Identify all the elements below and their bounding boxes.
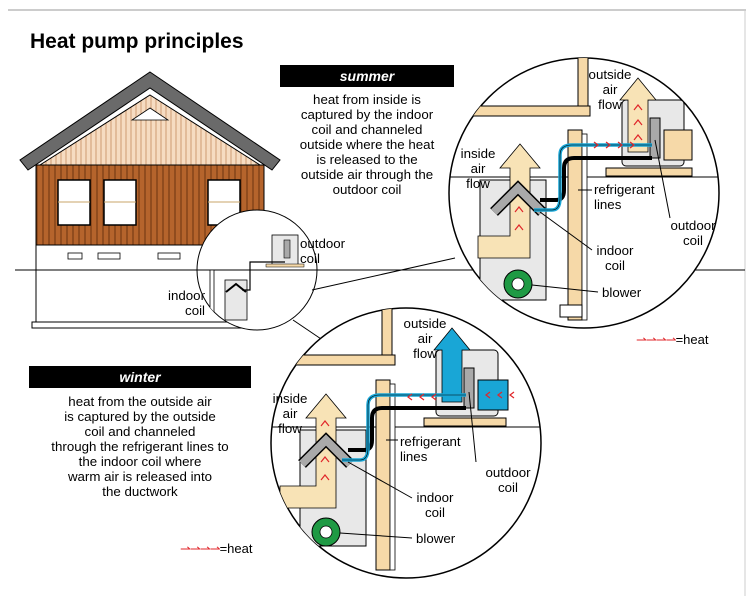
summer-refrigerant-label: refrigerant lines	[594, 182, 655, 212]
winter-blower-label: blower	[416, 531, 456, 546]
winter-heat-legend: ⇀⇀⇀⇀=heat	[180, 541, 253, 556]
summer-heat-legend: ⇀⇀⇀⇀=heat	[636, 332, 709, 347]
house-outdoor-coil-label: outdoor coil	[300, 236, 346, 266]
winter-indoor-coil-label: indoor coil	[416, 490, 454, 520]
summer-description: heat from inside is captured by the indo…	[299, 92, 435, 197]
heat-arrow-icon: ⇀⇀⇀⇀	[636, 332, 677, 347]
summer-inside-airflow-arrow	[477, 143, 541, 259]
roof	[19, 71, 281, 171]
winter-band: winter	[29, 366, 251, 388]
winter-inside-airflow-arrow	[279, 393, 347, 509]
summer-illustration	[449, 58, 719, 321]
winter-illustration	[271, 308, 541, 571]
summer-outside-airflow-label: outside air flow	[588, 67, 632, 112]
winter-indoor-coil	[299, 434, 353, 467]
winter-outdoor-coil-label: outdoor coil	[485, 465, 531, 495]
winter-refrigerant-label: refrigerant lines	[400, 434, 461, 464]
summer-outdoor-coil-label: outdoor coil	[670, 218, 716, 248]
summer-blower-label: blower	[602, 285, 642, 300]
summer-inside-airflow-label: inside air flow	[460, 146, 496, 191]
summer-indoor-coil	[491, 182, 545, 215]
winter-inside-airflow-label: inside air flow	[272, 391, 308, 436]
house-indoor-coil-label: indoor coil	[168, 288, 205, 318]
heat-arrow-icon: ⇀⇀⇀⇀	[180, 541, 221, 556]
summer-band: summer	[280, 65, 454, 87]
page-title: Heat pump principles	[30, 30, 244, 53]
winter-outside-airflow-label: outside air flow	[403, 316, 447, 361]
summer-indoor-coil-label: indoor coil	[596, 243, 634, 273]
winter-description: heat from the outside air is captured by…	[51, 394, 229, 499]
